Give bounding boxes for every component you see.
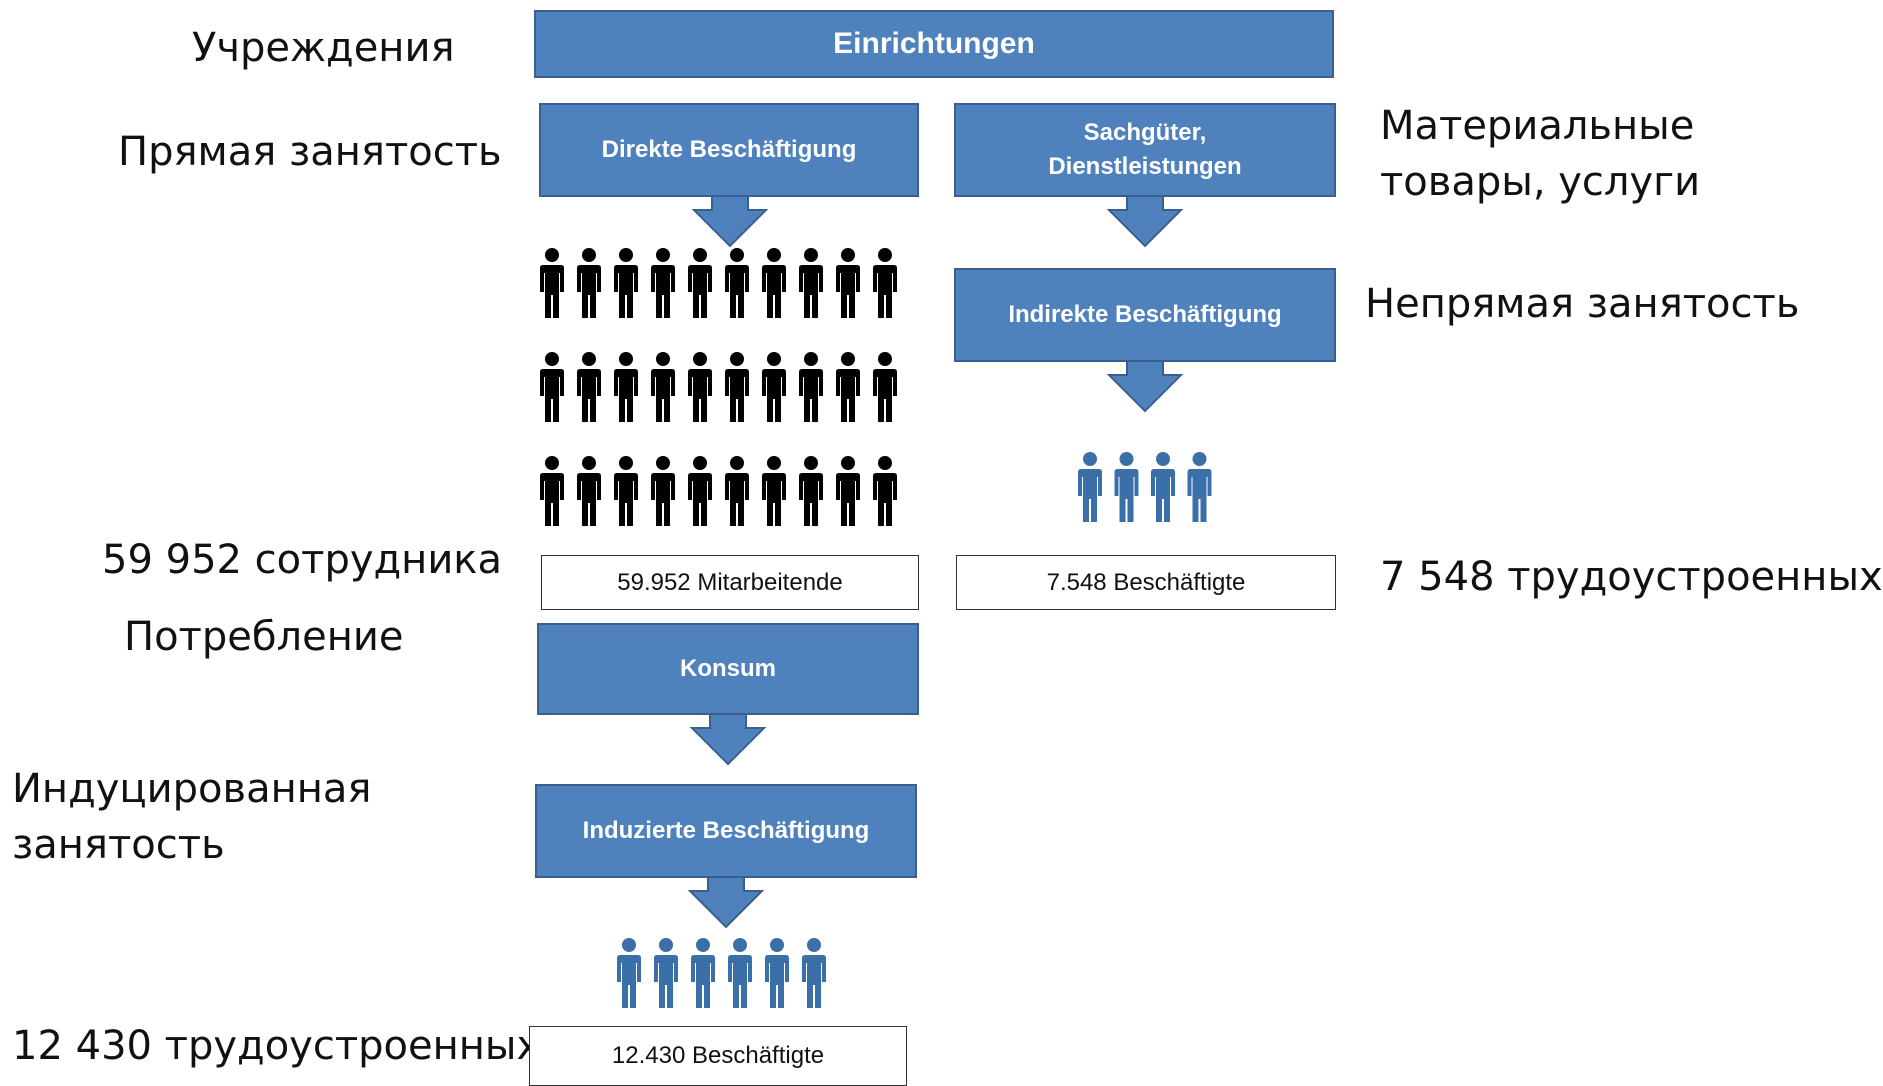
value-mitarbeitende: 59.952 Mitarbeitende xyxy=(617,568,843,596)
person-icon xyxy=(836,456,860,526)
people-direct-pictogram xyxy=(540,248,897,526)
value-box-indirect: 7.548 Beschäftigte xyxy=(956,555,1336,610)
box-einrichtungen: Einrichtungen xyxy=(534,10,1334,78)
person-icon xyxy=(725,352,749,422)
person-icon xyxy=(688,248,712,318)
people-induced-pictogram xyxy=(617,938,826,1008)
box-induzierte-beschaeftigung: Induzierte Beschäftigung xyxy=(535,784,917,878)
box-sachgueter-label: Sachgüter, Dienstleistungen xyxy=(1048,119,1242,180)
person-icon xyxy=(728,938,752,1008)
label-induced-count: 12 430 трудоустроенных xyxy=(12,1023,541,1069)
person-icon xyxy=(688,352,712,422)
person-icon xyxy=(614,456,638,526)
person-icon xyxy=(540,456,564,526)
value-indirect: 7.548 Beschäftigte xyxy=(1046,568,1246,596)
person-icon xyxy=(617,938,641,1008)
label-employees-count: 59 952 сотрудника xyxy=(102,537,502,583)
person-icon xyxy=(614,248,638,318)
label-direct-employment: Прямая занятость xyxy=(118,129,502,175)
person-icon xyxy=(762,248,786,318)
person-icon xyxy=(762,352,786,422)
person-icon xyxy=(836,352,860,422)
arrow-konsum-down-icon xyxy=(689,713,767,766)
box-induzierte-label: Induzierte Beschäftigung xyxy=(582,817,870,844)
person-icon xyxy=(1187,452,1212,522)
person-icon xyxy=(688,456,712,526)
box-konsum: Konsum xyxy=(537,623,919,715)
label-goods-services: Материальные товары, услуги xyxy=(1380,103,1701,205)
person-icon xyxy=(1078,452,1102,522)
person-icon xyxy=(1114,452,1139,522)
label-indirect-employment: Непрямая занятость xyxy=(1365,281,1800,327)
person-icon xyxy=(802,938,826,1008)
arrow-indirect-down-icon xyxy=(1106,360,1184,413)
person-icon xyxy=(799,248,823,318)
person-icon xyxy=(725,248,749,318)
person-icon xyxy=(577,456,601,526)
label-induced-employment: Индуцированная занятость xyxy=(12,766,372,868)
person-icon xyxy=(651,456,675,526)
person-icon xyxy=(1151,452,1175,522)
label-consumption: Потребление xyxy=(124,614,404,660)
box-indirekte-label: Indirekte Beschäftigung xyxy=(1008,301,1282,328)
box-direkte-label: Direkte Beschäftigung xyxy=(601,136,857,163)
person-icon xyxy=(762,456,786,526)
arrow-induced-down-icon xyxy=(687,876,765,929)
person-icon xyxy=(691,938,715,1008)
person-icon xyxy=(651,352,675,422)
box-konsum-label: Konsum xyxy=(680,655,776,682)
arrow-direct-down-icon xyxy=(691,195,769,248)
person-icon xyxy=(540,248,564,318)
person-icon xyxy=(873,456,897,526)
value-induced: 12.430 Beschäftigte xyxy=(611,1042,825,1069)
box-direkte-beschaeftigung: Direkte Beschäftigung xyxy=(539,103,919,197)
box-sachgueter-dienstleistungen: Sachgüter, Dienstleistungen xyxy=(954,103,1336,197)
person-icon xyxy=(873,352,897,422)
label-institutions: Учреждения xyxy=(192,25,455,71)
person-icon xyxy=(654,938,678,1008)
person-icon xyxy=(873,248,897,318)
person-icon xyxy=(765,938,789,1008)
box-indirekte-beschaeftigung: Indirekte Beschäftigung xyxy=(954,268,1336,362)
person-icon xyxy=(799,352,823,422)
box-einrichtungen-label: Einrichtungen xyxy=(833,27,1035,60)
person-icon xyxy=(836,248,860,318)
person-icon xyxy=(577,352,601,422)
people-indirect-pictogram xyxy=(1078,452,1212,522)
person-icon xyxy=(651,248,675,318)
person-icon xyxy=(799,456,823,526)
value-box-mitarbeitende: 59.952 Mitarbeitende xyxy=(541,555,919,610)
value-box-induced: 12.430 Beschäftigte xyxy=(529,1026,907,1086)
person-icon xyxy=(725,456,749,526)
person-icon xyxy=(614,352,638,422)
person-icon xyxy=(577,248,601,318)
label-indirect-count: 7 548 трудоустроенных xyxy=(1380,554,1883,600)
person-icon xyxy=(540,352,564,422)
arrow-goods-down-icon xyxy=(1106,195,1184,248)
